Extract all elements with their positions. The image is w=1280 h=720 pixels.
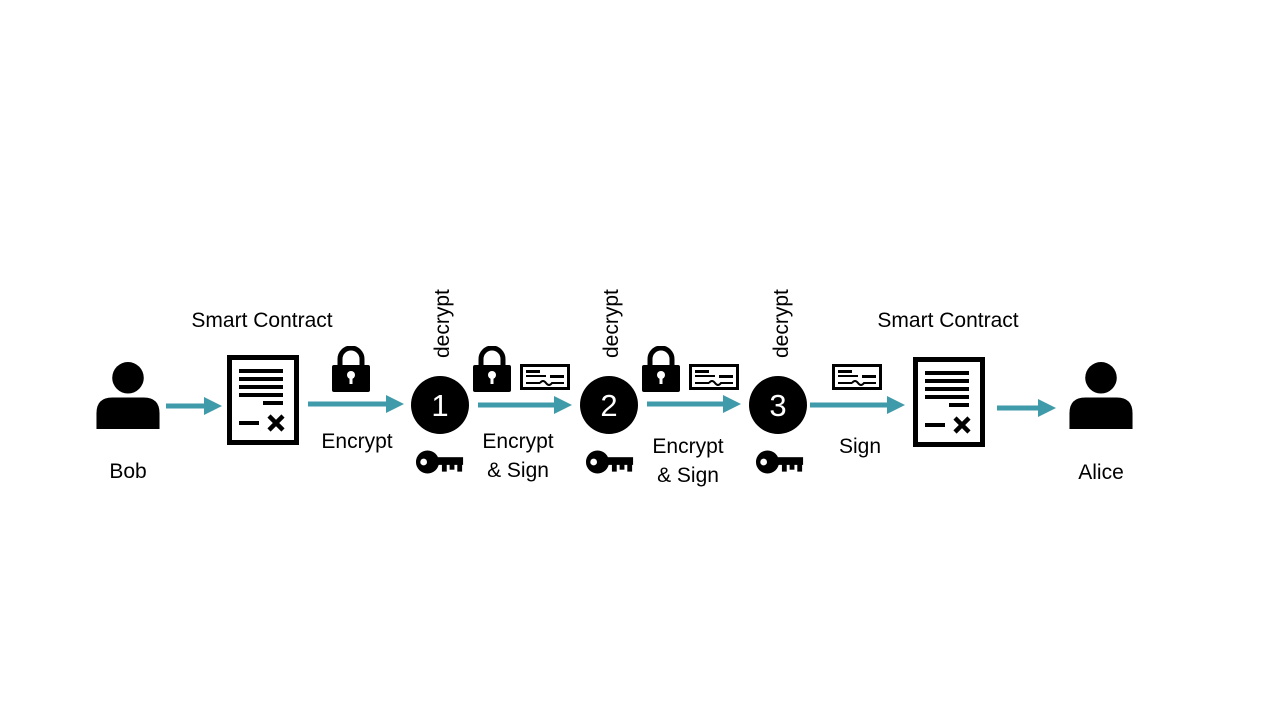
flow-arrowhead-3: [554, 396, 572, 414]
right-contract-label: Smart Contract: [877, 309, 1019, 332]
node-1-circle: [411, 376, 469, 434]
flow-arrowhead-6: [1038, 399, 1056, 417]
node-3-decrypt-label: decrypt: [770, 289, 793, 358]
flow-arrowhead-2: [386, 395, 404, 413]
encrypt-sign-2-label-line2: & Sign: [657, 464, 719, 487]
right-contract-document-icon: [916, 360, 983, 445]
key-icon: [415, 450, 464, 474]
node-2-decrypt-label: decrypt: [600, 289, 623, 358]
left-contract-document-icon: [230, 358, 297, 443]
flow-arrowhead-5: [887, 396, 905, 414]
key-icon: [585, 450, 634, 474]
node-2-number: 2: [600, 388, 617, 423]
flow-arrowhead-4: [723, 395, 741, 413]
signature-icon: [832, 364, 882, 390]
node-3-circle: [749, 376, 807, 434]
alice-person-icon: [1069, 362, 1133, 429]
node-2-circle: [580, 376, 638, 434]
arrows: [166, 395, 1056, 417]
left-contract-label: Smart Contract: [191, 309, 333, 332]
key-icon: [755, 450, 804, 474]
node-1-number: 1: [431, 388, 448, 423]
signature-icon: [689, 364, 739, 390]
flow-arrowhead-1: [204, 397, 222, 415]
encrypt-sign-1-label-line1: Encrypt: [482, 430, 554, 453]
encrypt-sign-1-label-line2: & Sign: [487, 459, 549, 482]
encrypt-sign-2-label-line1: Encrypt: [652, 435, 724, 458]
signature-icon: [520, 364, 570, 390]
alice-label: Alice: [1078, 461, 1124, 484]
lock-icon: [642, 348, 680, 392]
node-1-decrypt-label: decrypt: [431, 289, 454, 358]
bob-person-icon: [96, 362, 160, 429]
encrypt-step-label: Encrypt: [321, 430, 393, 453]
bob-label: Bob: [109, 460, 147, 483]
lock-icon: [473, 348, 511, 392]
sign-step-label: Sign: [838, 435, 882, 458]
lock-icon: [332, 348, 370, 392]
node-3-number: 3: [769, 388, 786, 423]
